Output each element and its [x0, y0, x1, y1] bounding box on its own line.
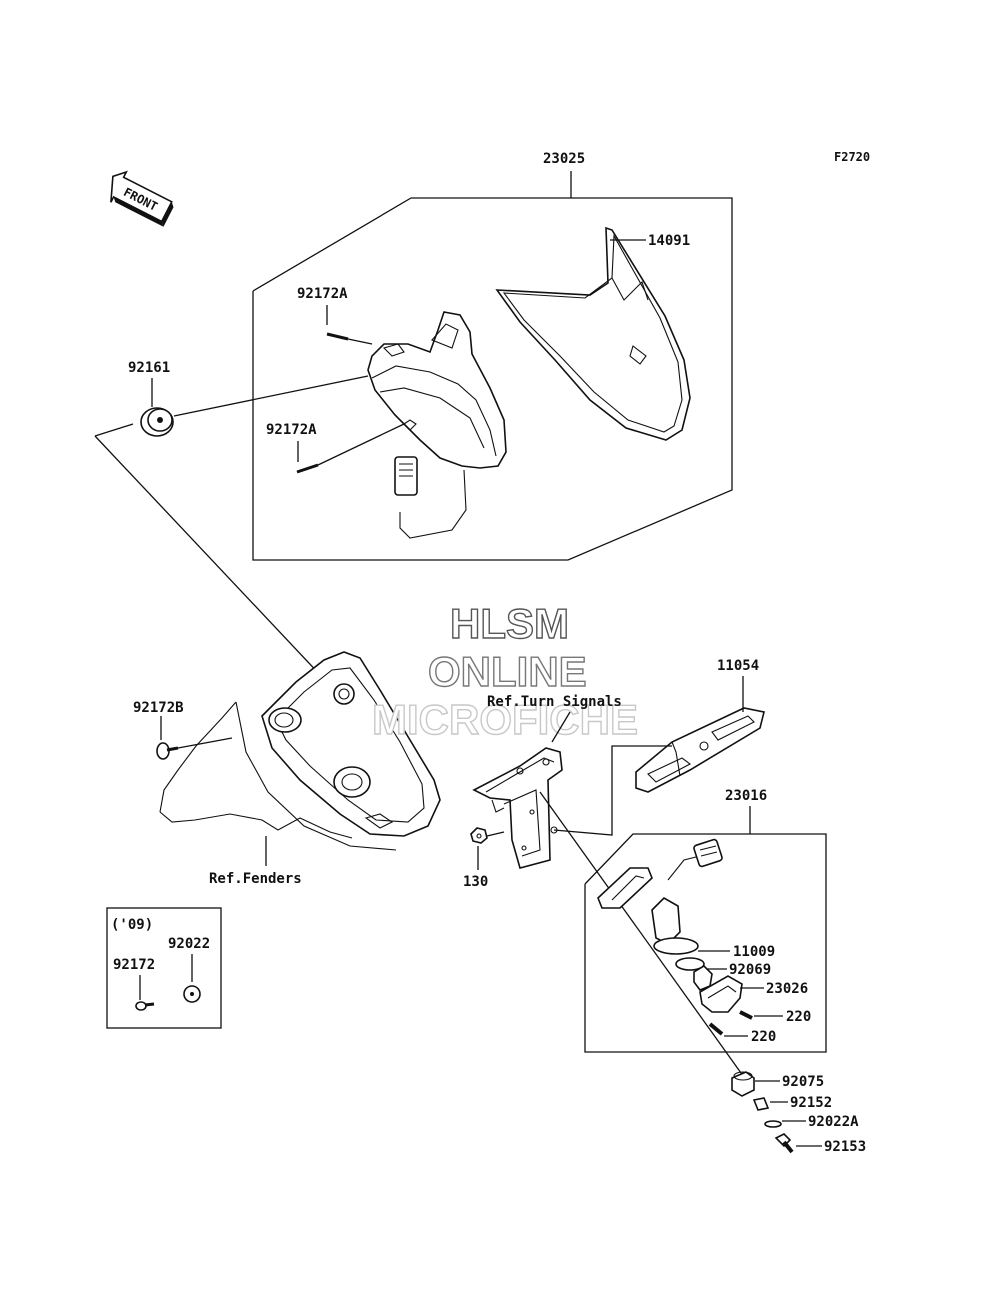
part-11054: 11054 [717, 658, 759, 674]
part-23016: 23016 [725, 788, 767, 804]
grommet-92161 [140, 407, 174, 437]
part-92152: 92152 [790, 1095, 832, 1111]
screw-220-a [739, 1010, 753, 1020]
screw-92172B [156, 737, 233, 760]
ref-turn-signals: Ref.Turn Signals [487, 694, 622, 710]
part-11009: 11009 [733, 944, 775, 960]
inset-washer-92022 [183, 985, 201, 1003]
nut-130 [470, 827, 505, 844]
lamp-axis-line [539, 791, 747, 1081]
part-14091: 14091 [648, 233, 690, 249]
fender-reference [159, 651, 441, 851]
part-92172B: 92172B [133, 700, 184, 716]
inset-09-frame [106, 907, 222, 1029]
leader-grommet-stub [94, 423, 134, 437]
assembly-frame-23016 [584, 833, 827, 1053]
part-23025: 23025 [543, 151, 585, 167]
lamp-base [597, 867, 653, 909]
washer-92022A [764, 1120, 782, 1128]
part-92022A: 92022A [808, 1114, 859, 1130]
screw-92172A-mid [296, 423, 405, 474]
leader-ref-turn-signals [551, 711, 571, 743]
part-23026: 23026 [766, 981, 808, 997]
part-92075: 92075 [782, 1074, 824, 1090]
bolt-92153 [774, 1133, 794, 1154]
socket-11009 [651, 897, 699, 955]
part-92161: 92161 [128, 360, 170, 376]
lens-cover-14091 [495, 226, 691, 441]
grommet-92075 [731, 1071, 755, 1097]
part-92153: 92153 [824, 1139, 866, 1155]
inset-part-92172: 92172 [113, 957, 155, 973]
license-bracket [472, 747, 563, 869]
ref-fenders: Ref.Fenders [209, 871, 302, 887]
part-92069: 92069 [729, 962, 771, 978]
screw-220-b [708, 1022, 724, 1036]
collar-92152 [752, 1097, 770, 1111]
front-arrow-icon: FRONT [110, 170, 174, 227]
part-220-b: 220 [751, 1029, 776, 1045]
tail-lamp-housing [367, 311, 507, 539]
lamp-connector [667, 838, 723, 881]
part-92172A-mid: 92172A [266, 422, 317, 438]
diagram-code: F2720 [834, 150, 870, 164]
inset-year: ('09) [111, 917, 153, 933]
lens-23026 [699, 975, 743, 1013]
grommet-to-housing-line [173, 375, 369, 417]
part-220-a: 220 [786, 1009, 811, 1025]
inset-screw-92172 [135, 1001, 155, 1011]
grommet-to-fender-line [94, 435, 341, 697]
watermark: HLSM ONLINE MICROFICHE [371, 599, 638, 743]
screw-92172A-top [326, 332, 373, 345]
watermark-line2: ONLINE [428, 648, 587, 695]
watermark-line3: MICROFICHE [372, 696, 638, 743]
watermark-line1: HLSM [450, 600, 569, 647]
plate-to-bracket-line [553, 745, 672, 836]
plate-11054 [635, 707, 765, 793]
gasket-92069 [675, 957, 705, 971]
part-92172A-top: 92172A [297, 286, 348, 302]
inset-part-92022: 92022 [168, 936, 210, 952]
assembly-frame-23025 [252, 197, 733, 561]
part-130: 130 [463, 874, 488, 890]
